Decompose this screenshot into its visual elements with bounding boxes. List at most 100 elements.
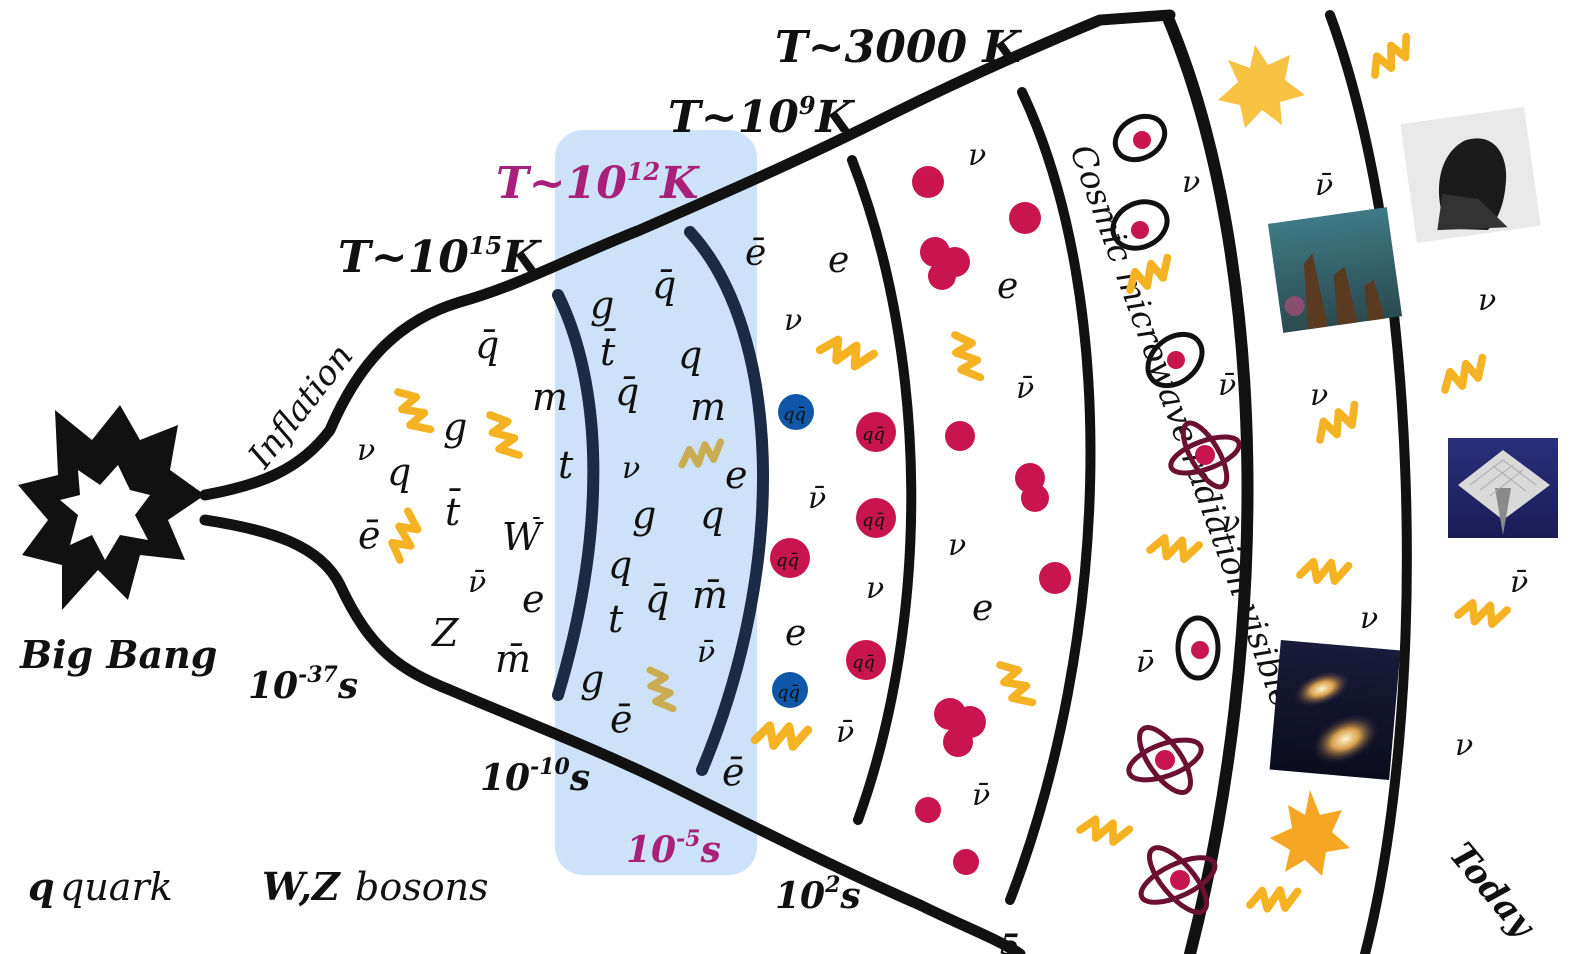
particle: ν [948, 528, 966, 563]
particle: ν̄ [1016, 371, 1034, 406]
expansion-outline [199, 9, 1176, 954]
particle: ν [1182, 165, 1200, 200]
particle: ν̄ [697, 635, 715, 670]
big-bang-star-icon [18, 405, 205, 610]
photon-squiggle-icon [1300, 558, 1349, 586]
meson-label: qq̄ [777, 682, 800, 703]
baryon-label: qq̄ [852, 652, 875, 673]
nucleus-blob [912, 166, 944, 198]
legend-boson-text: bosons [355, 865, 489, 909]
photon-squiggle-icon [1457, 598, 1507, 629]
nuclei-era-particles: ν e ν̄ ν e ν̄ [912, 138, 1071, 875]
particle: ν [1310, 378, 1328, 413]
meson-blob [778, 394, 814, 430]
particle: g [580, 657, 604, 701]
time-1e2: 102s [775, 872, 861, 917]
particle: q [700, 493, 724, 537]
particle: e [997, 266, 1018, 307]
photon-squiggle-icon [396, 386, 430, 436]
photon-squiggle-icon [953, 332, 981, 381]
spacetime-well-icon [1448, 438, 1558, 538]
temp-1e9: T~109K [668, 91, 856, 143]
particle: q [608, 543, 632, 587]
time-1e-37: 10-37s [248, 662, 358, 707]
particle: e [828, 240, 849, 281]
particle: e [972, 588, 993, 629]
galaxy-photo-icon [1269, 640, 1401, 780]
person-photo-icon [1400, 106, 1541, 244]
particle: g [443, 405, 467, 449]
particle: m [690, 385, 726, 429]
time-labels: 10-37s 10-10s 10-5s 102s 5 [248, 662, 1019, 954]
particle: ν̄ [972, 778, 990, 813]
particle: q̄ [645, 577, 669, 621]
photon-squiggle-icon [1439, 358, 1489, 392]
photon-squiggle-icon [755, 721, 808, 751]
photon-squiggle-icon [819, 333, 874, 374]
baryon-label: qq̄ [862, 424, 885, 445]
particle: e [725, 453, 748, 497]
nucleus-blob [945, 421, 975, 451]
meson-blob [772, 672, 808, 708]
star-icons [1218, 45, 1350, 876]
particle: ē [722, 750, 745, 794]
particle: W [502, 515, 544, 559]
particle: ν̄ [1510, 565, 1528, 600]
era-boundaries [552, 10, 1412, 954]
baryon-blob [856, 498, 896, 538]
nucleus-blob [953, 849, 979, 875]
particle: ē [610, 697, 633, 741]
particle: g [632, 493, 656, 537]
photon-squiggle-icon [1149, 533, 1199, 564]
atom-icon [1126, 725, 1204, 795]
particle: q̄ [652, 263, 676, 307]
time-1e5-partial: 5 [1000, 928, 1019, 954]
atom-icon [1112, 113, 1168, 163]
particle: ν̄ [836, 715, 854, 750]
particle: q [387, 450, 411, 494]
particle: m̄ [495, 637, 531, 681]
particle: ē [745, 233, 766, 274]
highlight-band-particles: g q̄ t̄ q q̄ m t ν e g q q t q̄ m̄ ν̄ g … [558, 263, 748, 794]
particle: ν̄ [808, 481, 826, 516]
particle: e [522, 577, 545, 621]
photon-squiggle-icon [1250, 887, 1298, 911]
today-label: Today [1441, 835, 1544, 946]
particle: ν [1478, 283, 1496, 318]
particle: q̄ [475, 323, 499, 367]
particle: q [678, 333, 702, 377]
particle: ē [358, 513, 381, 557]
particle: ν [866, 571, 884, 606]
nucleus-blob [943, 727, 973, 757]
big-bang-label: Big Bang [19, 632, 217, 677]
particle: ν [357, 433, 375, 468]
baryon-label: qq̄ [862, 510, 885, 531]
atom-icon [1168, 420, 1242, 490]
atom-icon [1110, 199, 1170, 251]
particle: t̄ [600, 329, 617, 374]
meson-label: qq̄ [783, 404, 806, 425]
atom-icon [1145, 331, 1205, 389]
photon-squiggle-icon [998, 659, 1032, 709]
nucleus-blob [1009, 202, 1041, 234]
particle: m [532, 375, 568, 419]
particle: ν [784, 303, 802, 338]
star-icon [1270, 790, 1350, 876]
particle: m̄ [692, 573, 728, 617]
particle: Z [431, 611, 459, 655]
particle: q̄ [615, 370, 639, 414]
particle: ν̄ [1218, 368, 1236, 403]
nucleus-blob [915, 797, 941, 823]
particle: ν [1455, 728, 1473, 763]
today-era-particles: ν̄ ν ν ν̄ ν ν [1310, 168, 1528, 763]
particle: ν̄ [468, 565, 486, 600]
hadron-era-particles: ē e ν ν̄ ν e ν̄ qq̄ qq̄ qq̄ qq̄ qq̄ qq̄ [745, 233, 896, 750]
baryon-label: qq̄ [776, 550, 799, 571]
atom-icon [1175, 615, 1221, 681]
baryon-blob [846, 640, 886, 680]
temp-1e12: T~1012K [496, 157, 700, 209]
temp-1e15: T~1015K [338, 231, 542, 283]
time-1e-5: 10-5s [626, 826, 721, 871]
